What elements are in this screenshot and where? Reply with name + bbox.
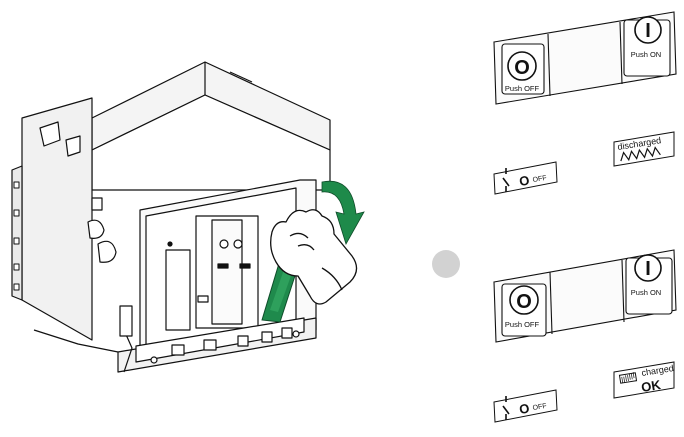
push-on-symbol-top: I: [645, 20, 651, 42]
push-off-symbol-top: O: [514, 57, 530, 79]
push-on-label-top: Push ON: [631, 50, 661, 59]
push-off-symbol-bottom: O: [516, 291, 532, 313]
push-off-label-bottom: Push OFF: [505, 320, 540, 329]
push-on-symbol-bottom: I: [645, 258, 651, 280]
push-off-label-top: Push OFF: [505, 84, 540, 93]
push-on-label-bottom: Push ON: [631, 288, 661, 297]
ok-label: OK: [640, 377, 662, 395]
separator-dot: [432, 250, 460, 278]
breaker-illustration: [12, 62, 330, 372]
